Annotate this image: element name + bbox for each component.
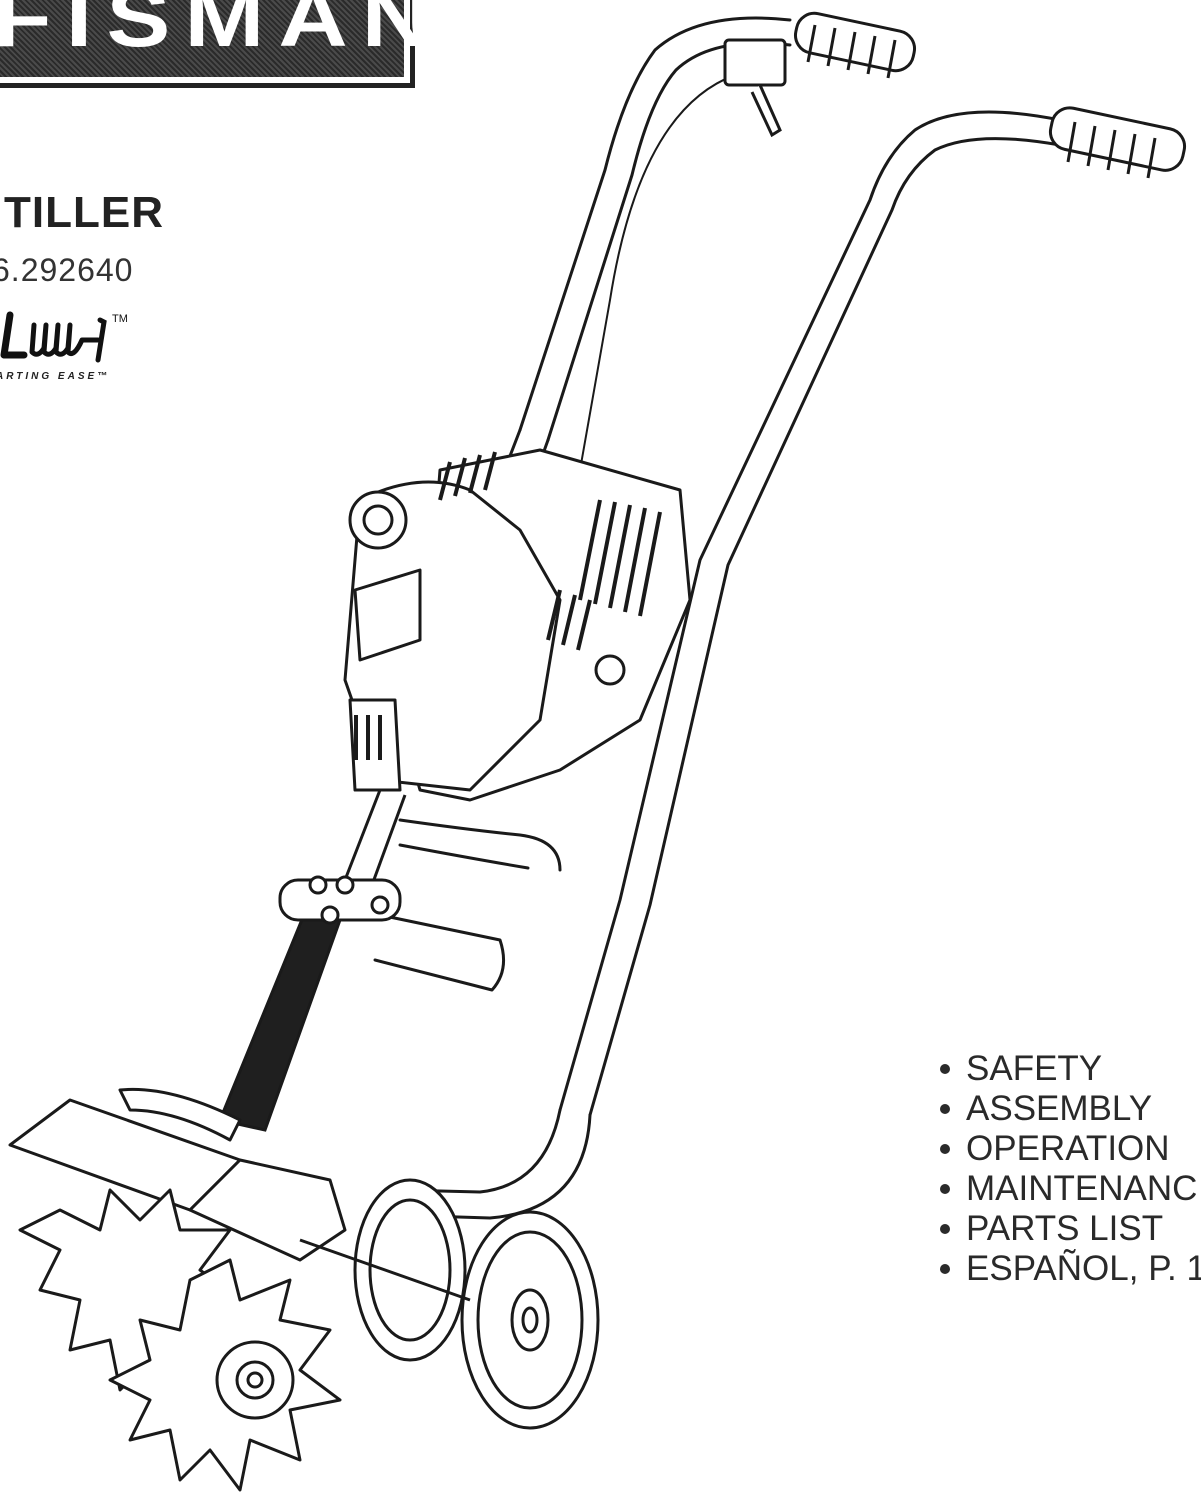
model-number: 6.292640 [0, 252, 134, 288]
contents-item-espanol: ESPAÑOL, P. 1 [938, 1249, 1201, 1289]
contents-item-safety: SAFETY [938, 1049, 1201, 1089]
contents-list: SAFETY ASSEMBLY OPERATION MAINTENANC PAR… [938, 1049, 1201, 1289]
svg-text:TM: TM [112, 313, 128, 325]
logo-tagline: ARTING EASE™ [0, 371, 111, 382]
starting-ease-logo: TM [0, 311, 128, 363]
product-title: TILLER [4, 188, 164, 237]
contents-item-parts-list: PARTS LIST [938, 1209, 1201, 1249]
brand-name: FISMAN [0, 0, 445, 64]
brand-logo-plate: FISMAN [0, 0, 431, 77]
contents-item-maintenance: MAINTENANC [938, 1169, 1201, 1209]
brand-logo-box: FISMAN [0, 0, 431, 88]
contents-item-operation: OPERATION [938, 1129, 1201, 1169]
contents-item-assembly: ASSEMBLY [938, 1089, 1201, 1129]
